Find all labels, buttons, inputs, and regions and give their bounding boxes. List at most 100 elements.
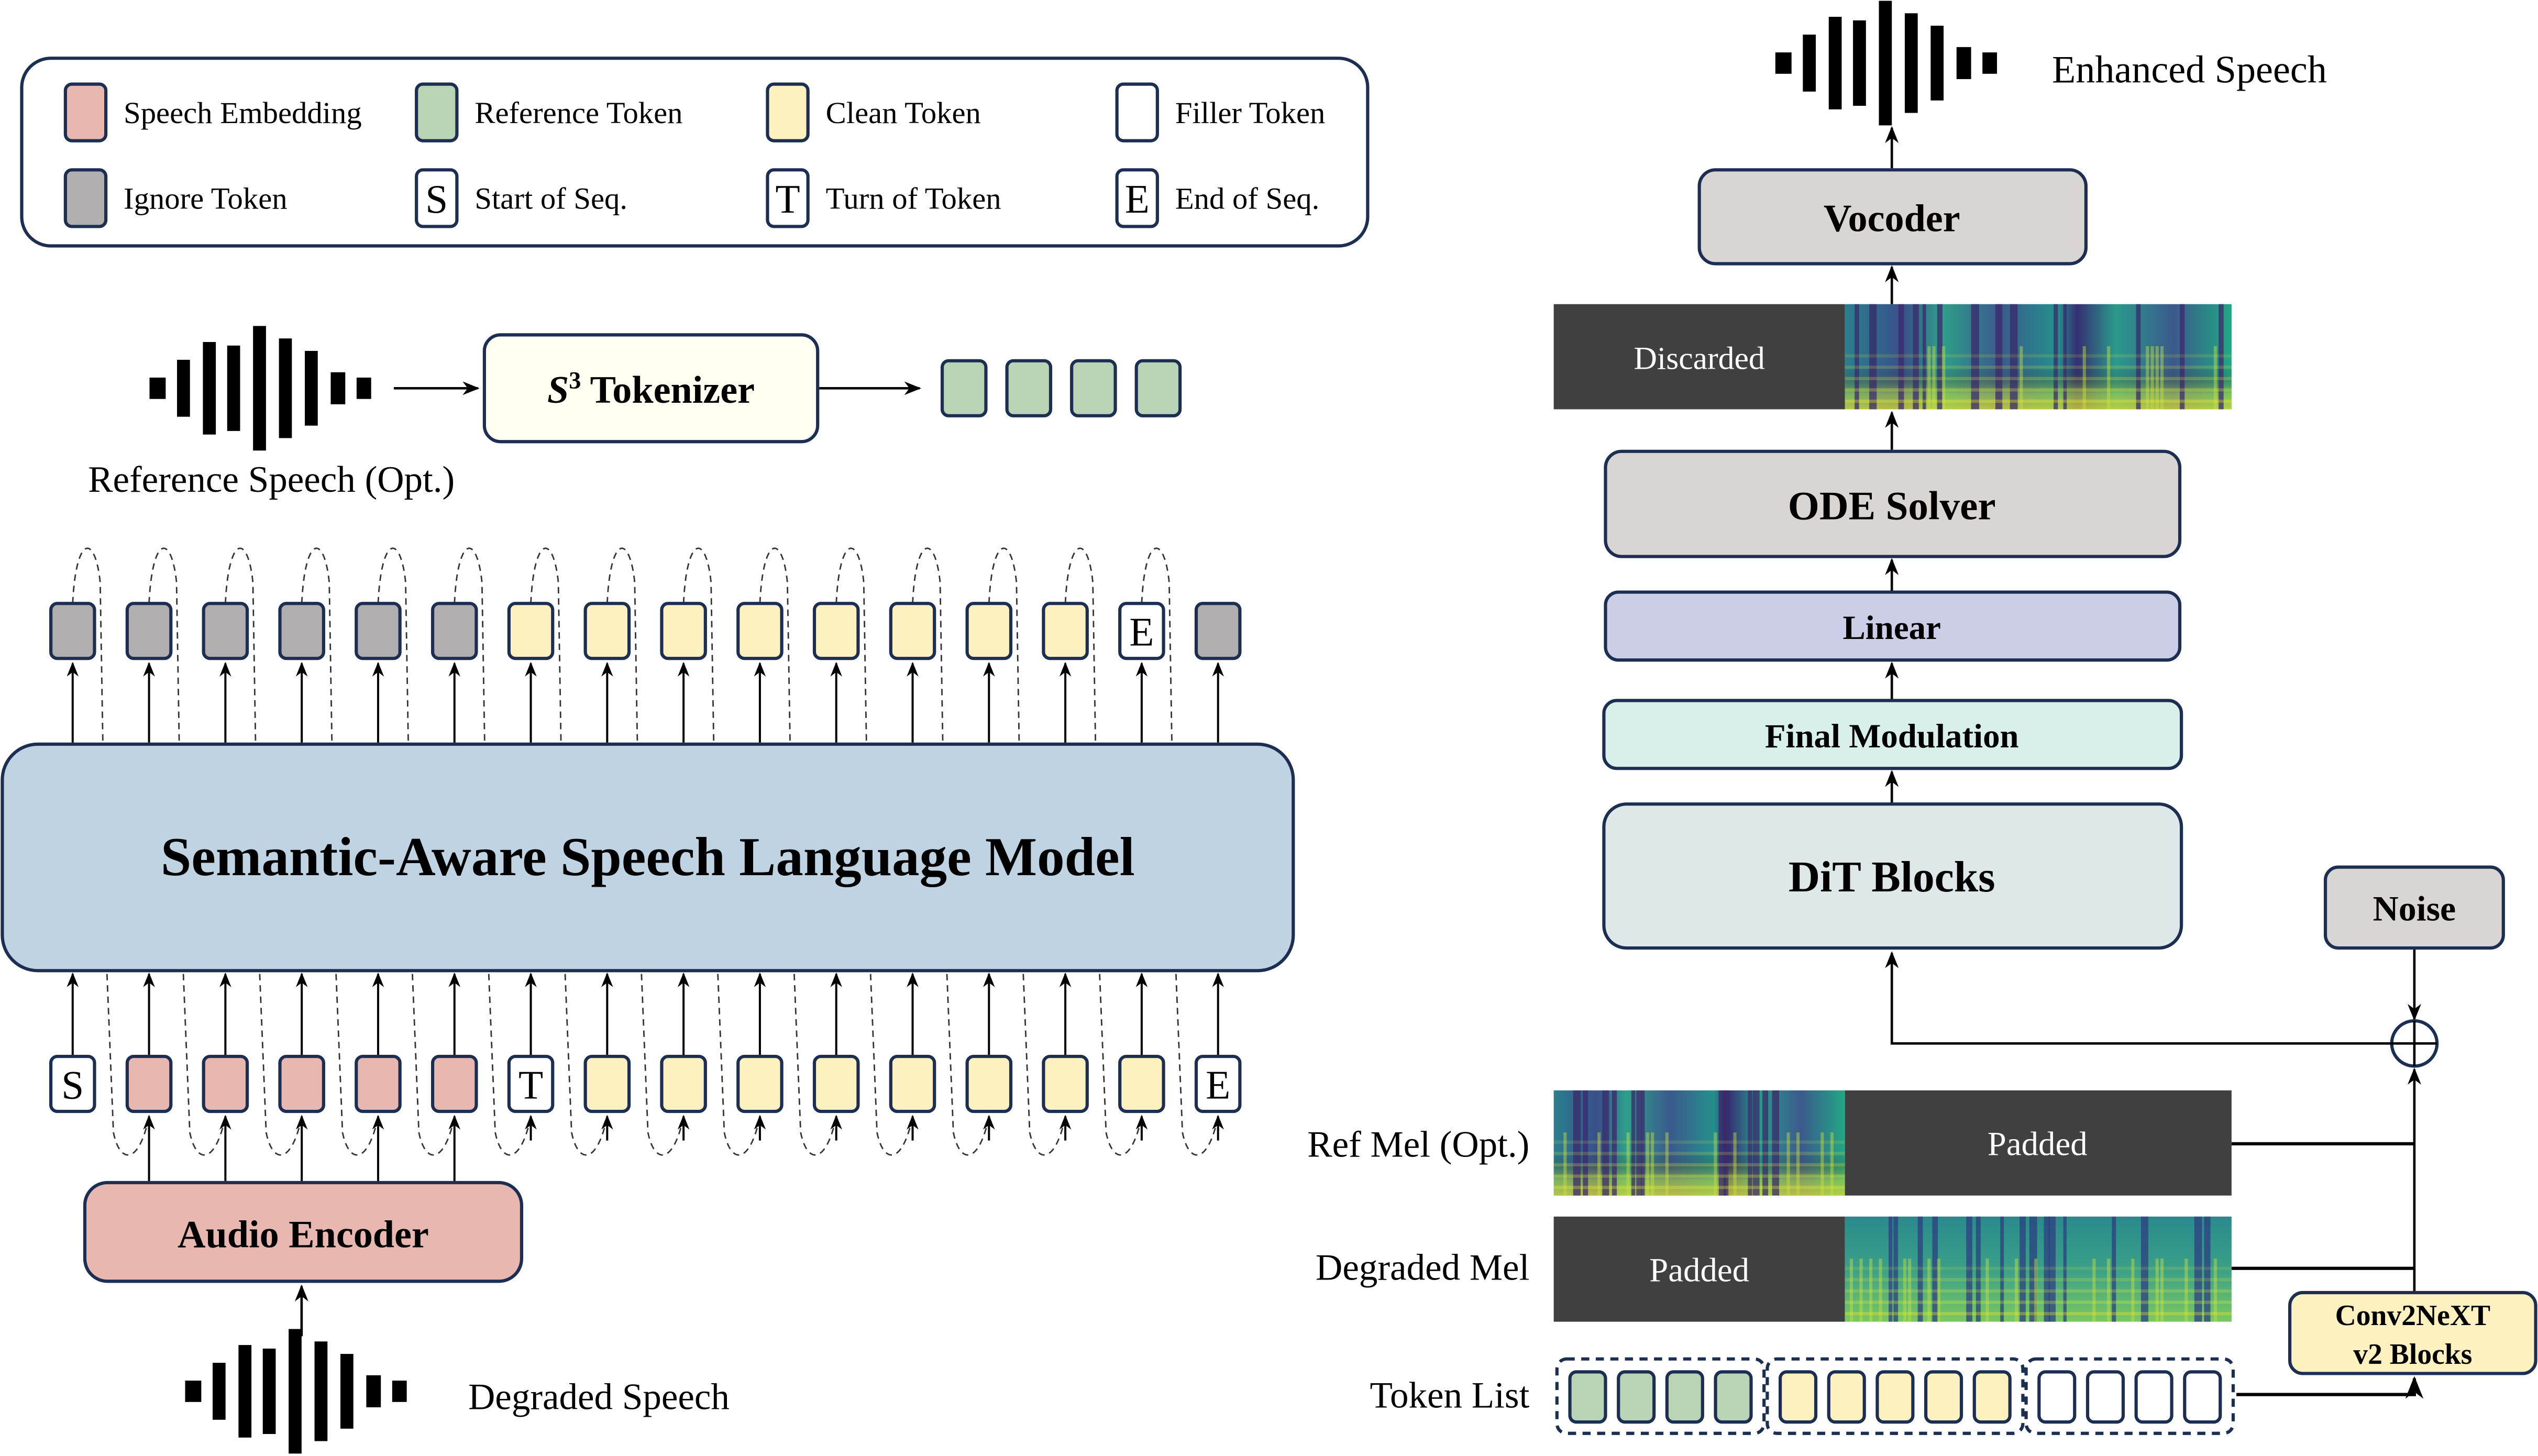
- waveform-bar: [185, 1381, 202, 1402]
- input-token: [1118, 1054, 1165, 1113]
- waveform-bar: [305, 350, 318, 426]
- waveform-bar: [1803, 35, 1816, 92]
- token-list-token: [2085, 1370, 2125, 1424]
- dit-blocks-box: [1602, 802, 2183, 950]
- legend-swatch: E: [1115, 168, 1159, 228]
- legend-label: Start of Seq.: [475, 181, 627, 215]
- feedback-dashed-link: [835, 547, 871, 971]
- feedback-dashed-link: [106, 974, 150, 1156]
- feedback-dashed-link: [759, 547, 795, 971]
- arrow-tokens-to-conv: [2236, 1376, 2424, 1399]
- feedback-dashed-link: [1022, 974, 1066, 1156]
- noise-box: [2323, 865, 2505, 950]
- waveform-bar: [1904, 13, 1918, 113]
- feedback-dashed-link: [148, 547, 184, 971]
- token-glyph: E: [1129, 609, 1154, 654]
- input-token: [965, 1054, 1013, 1113]
- waveform-bar: [330, 372, 346, 404]
- token-list-group: [1765, 1357, 2025, 1435]
- feedback-dashed-link: [412, 974, 456, 1156]
- waveform-bar: [177, 359, 190, 417]
- arrow-sum-to-dit: [1885, 951, 2392, 1045]
- token-list-token: [2134, 1370, 2173, 1424]
- legend-item: Reference Token: [415, 82, 683, 142]
- token-list-token: [1617, 1370, 1656, 1424]
- feedback-dashed-link: [869, 974, 913, 1156]
- token-list-token: [2037, 1370, 2077, 1424]
- legend-frame: [20, 57, 1370, 248]
- waveform-bar: [1956, 47, 1971, 80]
- input-token: [355, 1054, 402, 1113]
- feedback-dashed-link: [912, 547, 947, 971]
- feedback-dashed-link: [301, 547, 337, 971]
- degraded-padded-region: [1553, 1216, 1845, 1322]
- ref-padded-region: [1845, 1090, 2232, 1196]
- output-token: [1194, 602, 1242, 660]
- enhanced-waveform-icon: [1775, 1, 1997, 126]
- waveform-bar: [356, 377, 371, 399]
- reference-branch: S3 Tokenizer Reference Speech (Opt.): [88, 326, 1182, 500]
- flow-matching-decoder: Enhanced Speech Vocoder Discarded ODE So…: [1307, 1, 2537, 1435]
- token-list-token: [1827, 1370, 1866, 1424]
- reference-token: [1005, 359, 1053, 417]
- legend-item: Filler Token: [1115, 82, 1325, 142]
- legend-label: Speech Embedding: [124, 96, 362, 130]
- feedback-dashed-link: [224, 547, 260, 971]
- audio-encoder-box: [83, 1181, 524, 1283]
- output-token: [812, 602, 860, 660]
- token-list-token: [1714, 1370, 1753, 1424]
- token-glyph: E: [1125, 177, 1150, 222]
- conv2next-label-line2: v2 Blocks: [2353, 1338, 2472, 1371]
- input-token: [583, 1054, 631, 1113]
- waveform-bar: [314, 1341, 328, 1441]
- output-token: E: [1118, 602, 1165, 660]
- legend-label: Ignore Token: [124, 181, 288, 215]
- token-list-token: [1568, 1370, 1607, 1424]
- audio-encoder-branch: Audio Encoder Degraded Speech: [83, 1181, 730, 1454]
- legend-label: Clean Token: [826, 96, 981, 130]
- output-token: [660, 602, 707, 660]
- linear-label: Linear: [1843, 609, 1941, 647]
- input-token: S: [49, 1054, 96, 1113]
- input-token: [1042, 1054, 1089, 1113]
- sum-operator-icon: [2390, 1019, 2439, 1068]
- reference-waveform-icon: [149, 326, 371, 451]
- input-token: [278, 1054, 325, 1113]
- token-glyph: T: [775, 177, 800, 222]
- vocoder-label: Vocoder: [1824, 197, 1960, 240]
- output-token: [583, 602, 631, 660]
- discarded-region: [1553, 304, 1845, 410]
- waveform-bar: [1775, 52, 1792, 74]
- waveform-bar: [1930, 26, 1944, 101]
- ode-solver-box: [1604, 449, 2182, 558]
- feedback-dashed-link: [182, 974, 226, 1156]
- legend-item: Clean Token: [766, 82, 981, 142]
- waveform-bar: [238, 1345, 252, 1438]
- reference-speech-label: Reference Speech (Opt.): [88, 459, 455, 500]
- feedback-dashed-link: [641, 974, 685, 1156]
- vocoder-box: [1697, 168, 2088, 266]
- feedback-dashed-link: [988, 547, 1024, 971]
- feedback-dashed-link: [488, 974, 532, 1156]
- legend-item: Ignore Token: [63, 168, 288, 228]
- autoregressive-dashed-links: [72, 547, 1219, 1156]
- waveform-bar: [1853, 20, 1866, 106]
- final-modulation-label: Final Modulation: [1765, 718, 2019, 755]
- waveform-bar: [227, 345, 240, 431]
- token-list-token: [1924, 1370, 1963, 1424]
- output-token-row: E: [49, 602, 1242, 743]
- legend-swatch: [766, 82, 810, 142]
- legend-swatch: [415, 82, 459, 142]
- feedback-dashed-link: [259, 974, 303, 1156]
- feedback-dashed-link: [72, 547, 108, 971]
- final-modulation-box: [1602, 699, 2183, 770]
- token-list-token: [1779, 1370, 1818, 1424]
- input-token: [660, 1054, 707, 1113]
- enhanced-speech-label: Enhanced Speech: [2052, 49, 2327, 92]
- reference-tokens: [940, 359, 1182, 417]
- waveform-bar: [262, 1348, 276, 1434]
- output-mel-spectrogram: [1845, 304, 2232, 410]
